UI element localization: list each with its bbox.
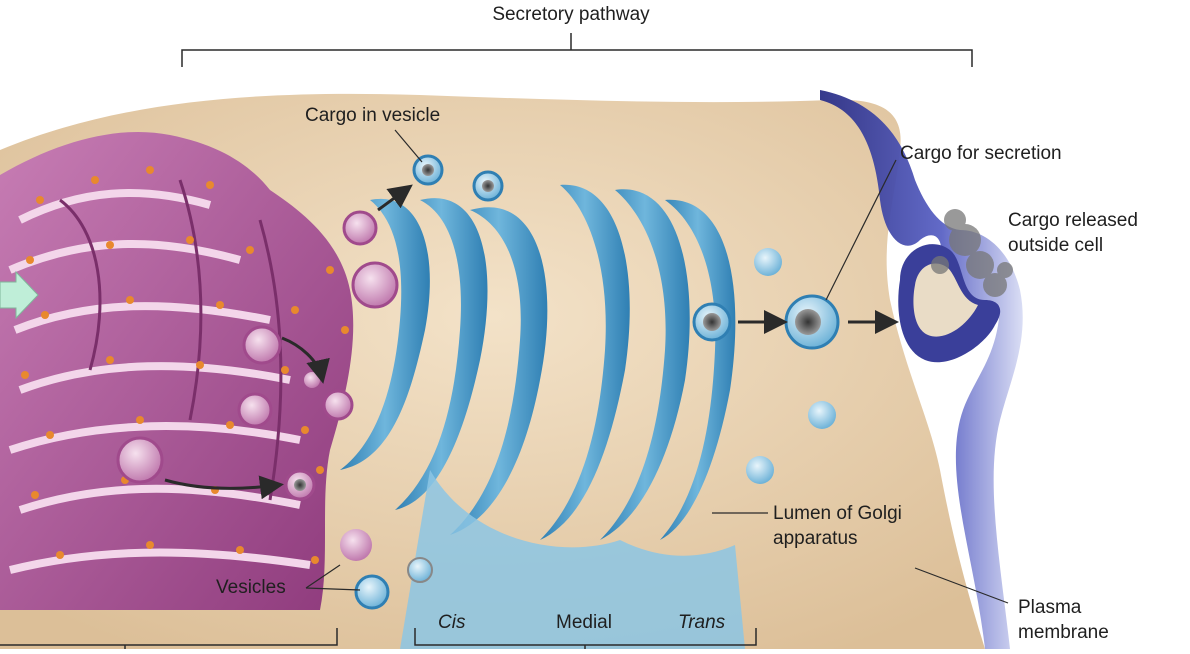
cargo-released-label-line2: outside cell — [1008, 235, 1104, 256]
lumen-golgi-label-line1: Lumen of Golgi — [773, 503, 902, 524]
cargo-in-vesicle-label: Cargo in vesicle — [305, 105, 441, 126]
vesicles — [116, 154, 840, 610]
secretory-pathway-bracket — [181, 49, 973, 67]
ribosomes — [21, 166, 349, 564]
released-cargo — [931, 209, 1013, 297]
lumen-golgi-label-line2: apparatus — [773, 528, 858, 549]
arrows — [164, 184, 899, 500]
cargo-for-secretion-label: Cargo for secretion — [900, 143, 1062, 164]
cargo-released-label-line1: Cargo released — [1008, 210, 1138, 231]
secretory-pathway-label: Secretory pathway — [492, 4, 650, 25]
er-entry-arrow — [0, 270, 39, 320]
medial-label: Medial — [556, 612, 612, 633]
golgi-apparatus — [340, 184, 745, 649]
membrane-pocket-inner — [913, 263, 978, 337]
brackets — [0, 33, 973, 649]
plasma-membrane-label-line1: Plasma — [1018, 597, 1082, 618]
plasma-membrane-label-line2: membrane — [1018, 622, 1109, 643]
er-bracket — [0, 628, 338, 646]
leader-lines — [305, 129, 1009, 604]
plasma-membrane — [820, 90, 1023, 649]
vesicles-label: Vesicles — [216, 577, 286, 598]
trans-label: Trans — [678, 612, 726, 633]
cis-label: Cis — [438, 612, 466, 633]
